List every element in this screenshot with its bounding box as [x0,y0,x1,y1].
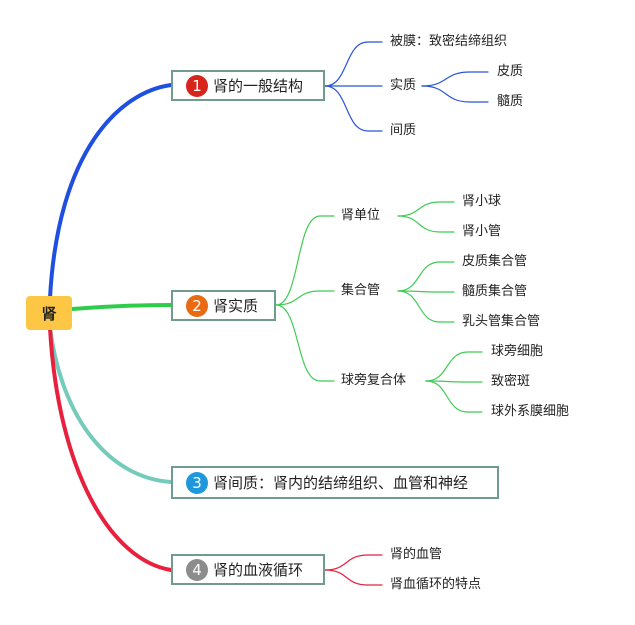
root-label: 肾 [41,304,57,323]
connector-parenchyma-2 [421,85,489,103]
connector-topic-2-3 [275,304,335,382]
subtopic-interstitium[interactable]: 间质 [390,123,417,138]
number-badge-2: 2 [186,294,208,317]
connector-juxtaglomerular-3 [425,380,483,413]
subtopic-capsule[interactable]: 被膜：致密结缔组织 [390,34,508,49]
connector-topic-2-1 [275,215,335,306]
connector-topic-1-3 [324,85,383,132]
topic-blood-circulation[interactable]: 4 肾的血液循环 [171,554,325,585]
topic-label: 肾的血液循环 [213,561,304,579]
topic-label: 肾间质：肾内的结缔组织、血管和神经 [213,474,469,492]
connector-nephron-1 [397,201,455,217]
subtopic-parenchyma[interactable]: 实质 [390,78,417,93]
topic-general-structure[interactable]: 1 肾的一般结构 [171,70,325,101]
branch-line-topic-2 [70,303,173,311]
number-badge-3: 3 [186,471,208,494]
leaf-cortical-collecting-duct[interactable]: 皮质集合管 [462,254,528,269]
number-badge-4: 4 [186,558,208,581]
connector-juxtaglomerular-2 [425,380,483,383]
subtopic-circulation-features[interactable]: 肾血循环的特点 [390,577,482,592]
leaf-juxtaglomerular-cells[interactable]: 球旁细胞 [491,344,544,359]
topic-label: 肾实质 [213,297,259,315]
number-badge-1: 1 [186,74,208,97]
subtopic-renal-vessels[interactable]: 肾的血管 [390,547,443,562]
subtopic-juxtaglomerular-complex[interactable]: 球旁复合体 [341,373,407,388]
leaf-extraglomerular-mesangial-cells[interactable]: 球外系膜细胞 [491,404,570,419]
topic-label: 肾的一般结构 [213,77,304,95]
branch-line-topic-3 [48,326,173,484]
topic-renal-interstitium[interactable]: 3 肾间质：肾内的结缔组织、血管和神经 [171,466,499,499]
subtopic-collecting-duct[interactable]: 集合管 [341,283,381,298]
branch-line-topic-4 [48,326,173,572]
leaf-papillary-duct[interactable]: 乳头管集合管 [462,314,541,329]
leaf-medulla[interactable]: 髓质 [497,94,524,109]
subtopic-nephron[interactable]: 肾单位 [341,208,381,223]
connector-topic-4-1 [324,554,383,571]
connector-juxtaglomerular-1 [425,351,483,382]
root-node[interactable]: 肾 [26,296,72,330]
connector-collecting-duct-2 [397,290,455,293]
branch-line-topic-1 [48,83,173,300]
connector-collecting-duct-1 [397,261,455,292]
topic-renal-parenchyma[interactable]: 2 肾实质 [171,290,276,321]
connector-collecting-duct-3 [397,290,455,323]
connector-topic-4-2 [324,569,383,586]
connector-parenchyma-1 [421,71,489,87]
leaf-renal-tubule[interactable]: 肾小管 [462,224,502,239]
leaf-macula-densa[interactable]: 致密斑 [491,374,531,389]
connector-topic-1-1 [324,41,383,87]
connector-topic-2-2 [275,290,335,306]
connector-nephron-2 [397,215,455,233]
leaf-medullary-collecting-duct[interactable]: 髓质集合管 [462,284,528,299]
leaf-glomerulus[interactable]: 肾小球 [462,194,502,209]
leaf-cortex[interactable]: 皮质 [497,64,524,79]
